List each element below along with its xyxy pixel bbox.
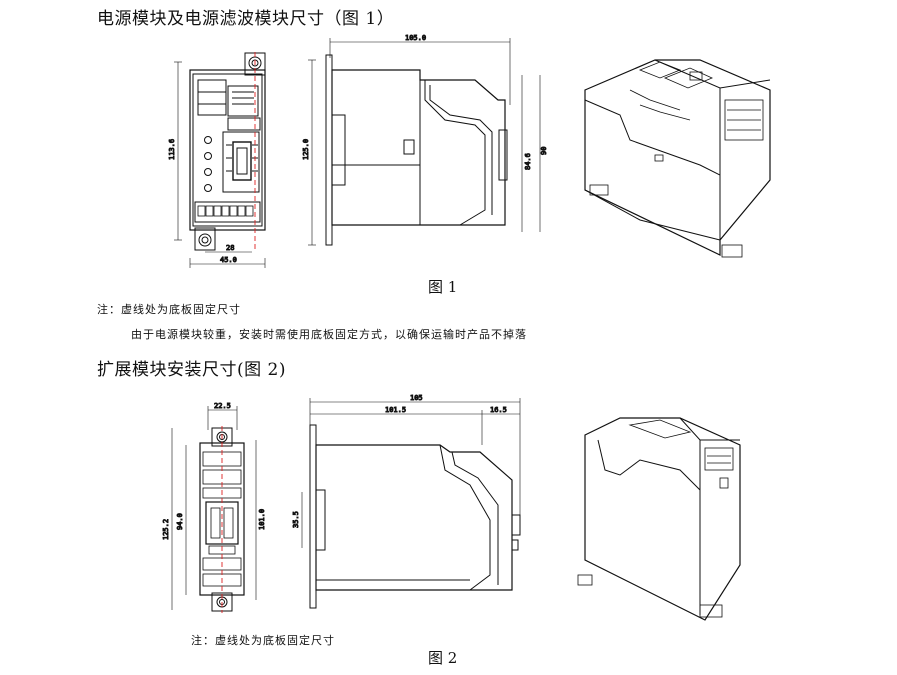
figure1-caption: 图 1 xyxy=(428,278,458,296)
section2-title: 扩展模块安装尺寸(图 2) xyxy=(97,360,286,380)
fig2-front-right-dim: 101.0 xyxy=(258,509,266,530)
section2-note-label: 注：虚线处为底板固定尺寸 xyxy=(191,634,335,647)
fig2-front-left-inner-dim: 94.0 xyxy=(176,513,184,530)
fig2-front-top-dim: 22.5 xyxy=(214,402,231,410)
fig1-side-height-dim: 125.0 xyxy=(302,139,310,160)
fig2-front-left-outer-dim: 125.2 xyxy=(162,519,170,540)
fig1-front-view: 113.6 45.0 28 xyxy=(168,52,266,268)
fig1-front-hole-dim: 28 xyxy=(226,244,234,252)
fig1-side-inner-dim: 84.6 xyxy=(524,153,532,170)
fig1-side-view: 105.0 125.0 84.6 90 xyxy=(302,34,549,246)
fig1-front-width-dim: 45.0 xyxy=(220,256,237,264)
section1-title: 电源模块及电源滤波模块尺寸（图 1） xyxy=(97,9,395,29)
section1-note-label: 注：虚线处为底板固定尺寸 xyxy=(97,303,241,316)
fig2-side-right-dim: 16.5 xyxy=(490,406,507,414)
fig2-side-view: 105 101.5 16.5 35.5 xyxy=(292,394,521,609)
fig1-front-height-dim: 113.6 xyxy=(168,139,176,160)
fig2-side-main-dim: 101.5 xyxy=(385,406,406,414)
fig1-3d-view xyxy=(584,59,771,258)
fig1-side-width-dim: 105.0 xyxy=(405,34,426,42)
fig1-side-outer-dim: 90 xyxy=(540,147,548,155)
fig2-side-left-dim: 35.5 xyxy=(292,511,300,528)
figure2-caption: 图 2 xyxy=(428,649,458,667)
fig2-3d-view xyxy=(577,417,741,621)
fig2-front-view: 22.5 125.2 94.0 101.0 xyxy=(162,402,267,613)
fig2-side-total-dim: 105 xyxy=(410,394,423,402)
section1-note-detail: 由于电源模块较重，安装时需使用底板固定方式，以确保运输时产品不掉落 xyxy=(131,328,527,341)
